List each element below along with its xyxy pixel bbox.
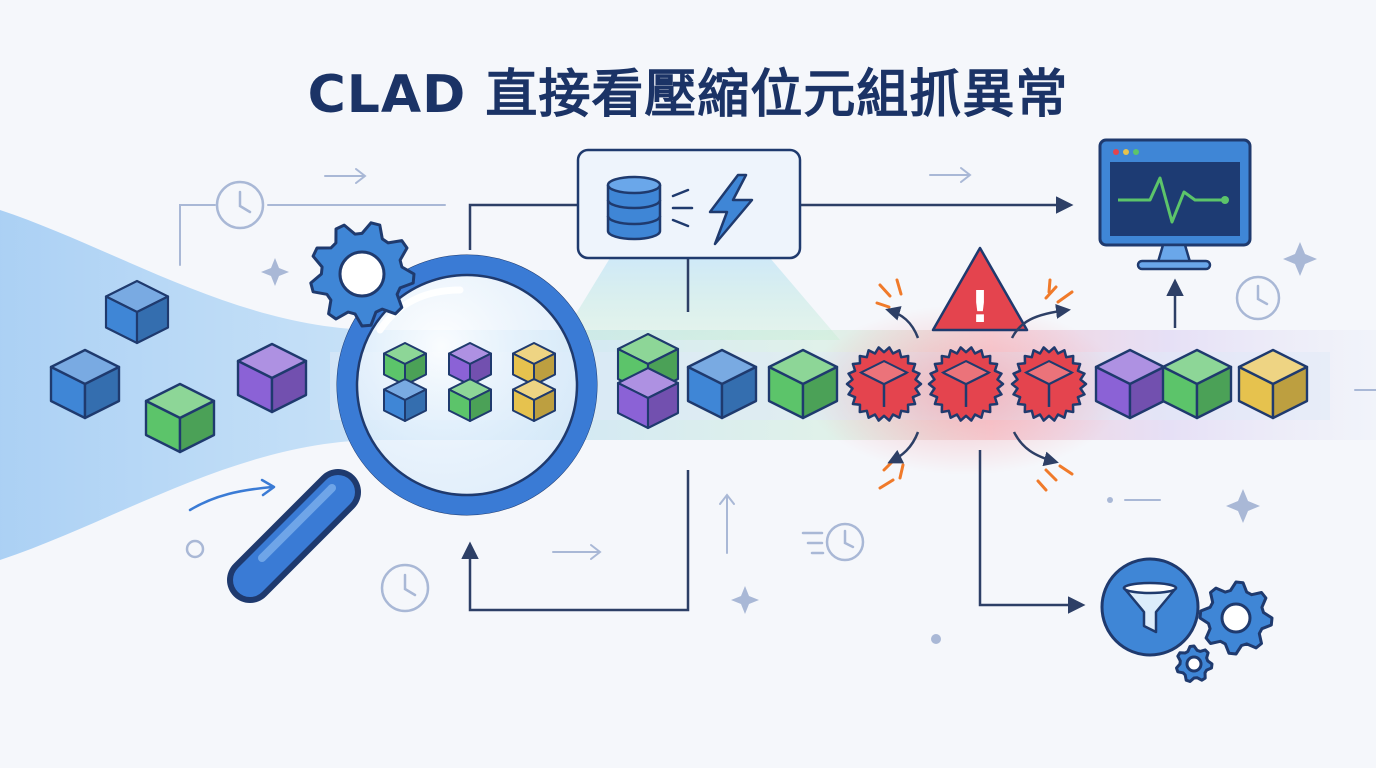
cube-icon <box>49 348 121 420</box>
sparkle-icon <box>731 586 759 614</box>
cube-icon <box>144 382 216 454</box>
deco-bracket-left <box>179 204 216 266</box>
compression-lines-icon <box>671 188 694 228</box>
deco-dot <box>1107 497 1113 503</box>
processor-box <box>576 148 802 260</box>
burst-mark <box>895 278 903 296</box>
cube-icon <box>686 348 758 420</box>
deco-dot <box>931 634 941 644</box>
cube-icon <box>383 378 427 422</box>
cube-icon <box>448 342 492 386</box>
burst-mark <box>878 478 895 490</box>
clock-icon <box>380 563 430 613</box>
clock-icon <box>215 180 265 230</box>
sparkle-icon <box>1283 242 1317 276</box>
cube-icon <box>512 342 556 386</box>
cube-icon <box>104 279 170 345</box>
cube-icon <box>616 366 680 430</box>
anomaly-cube-icon <box>845 346 923 422</box>
cube-icon <box>1237 348 1309 420</box>
connector-anomaly-to-filter <box>978 450 1086 614</box>
connector-lens-to-processor <box>468 203 578 250</box>
cube-icon <box>1094 348 1166 420</box>
arrow-right-icon <box>929 167 972 183</box>
database-icon <box>606 175 662 241</box>
burst-mark <box>1044 285 1058 300</box>
cube-icon <box>767 348 839 420</box>
cube-icon <box>512 378 556 422</box>
burst-mark <box>1056 290 1074 304</box>
funnel-icon <box>1100 557 1200 657</box>
arrow-curve-icon <box>1012 431 1059 467</box>
cube-icon <box>383 342 427 386</box>
decorative-lines <box>179 167 1376 560</box>
warning-icon: ! <box>931 246 1029 333</box>
monitor-icon <box>1098 138 1252 271</box>
burst-mark <box>875 301 891 309</box>
data-cubes <box>49 279 1309 454</box>
cube-icon <box>448 378 492 422</box>
burst-mark <box>1047 278 1052 294</box>
lens-cubes <box>383 342 556 422</box>
anomaly-burst-marks <box>845 278 1088 492</box>
deco-ring <box>185 539 205 559</box>
anomaly-cube-icon <box>927 346 1005 422</box>
gear-icon <box>309 221 416 328</box>
arrow-up-icon <box>719 493 735 554</box>
connector-loop-back <box>461 470 690 612</box>
page-title: CLAD 直接看壓縮位元組抓異常 <box>307 65 1069 125</box>
burst-mark <box>878 283 892 298</box>
arrow-curve-icon <box>885 306 920 339</box>
magnifier-icon <box>227 254 598 603</box>
arrow-curve-icon <box>1010 303 1071 339</box>
burst-mark <box>1044 468 1058 482</box>
arrow-curve-icon <box>887 431 920 464</box>
lightning-icon <box>708 173 754 246</box>
burst-mark <box>1058 464 1074 476</box>
connector-lines <box>461 196 1184 614</box>
clock-icon <box>1235 275 1281 321</box>
arrow-right-icon <box>552 544 602 560</box>
burst-mark <box>1036 479 1048 492</box>
heartbeat-icon <box>1118 176 1225 224</box>
sparkle-icon <box>1226 489 1260 523</box>
processor-beam <box>560 258 840 340</box>
arrow-curve-icon <box>188 485 274 512</box>
fast-clock-icon <box>801 522 865 562</box>
anomaly-cube-icon <box>1010 346 1088 422</box>
gear-icon <box>1198 580 1274 656</box>
warning-exclamation: ! <box>970 282 990 333</box>
gear-icon <box>1175 644 1214 683</box>
burst-mark <box>898 463 905 480</box>
sparkle-icon <box>261 258 289 286</box>
cube-icon <box>236 342 308 414</box>
cube-icon <box>1161 348 1233 420</box>
arrow-right-icon <box>324 168 367 184</box>
